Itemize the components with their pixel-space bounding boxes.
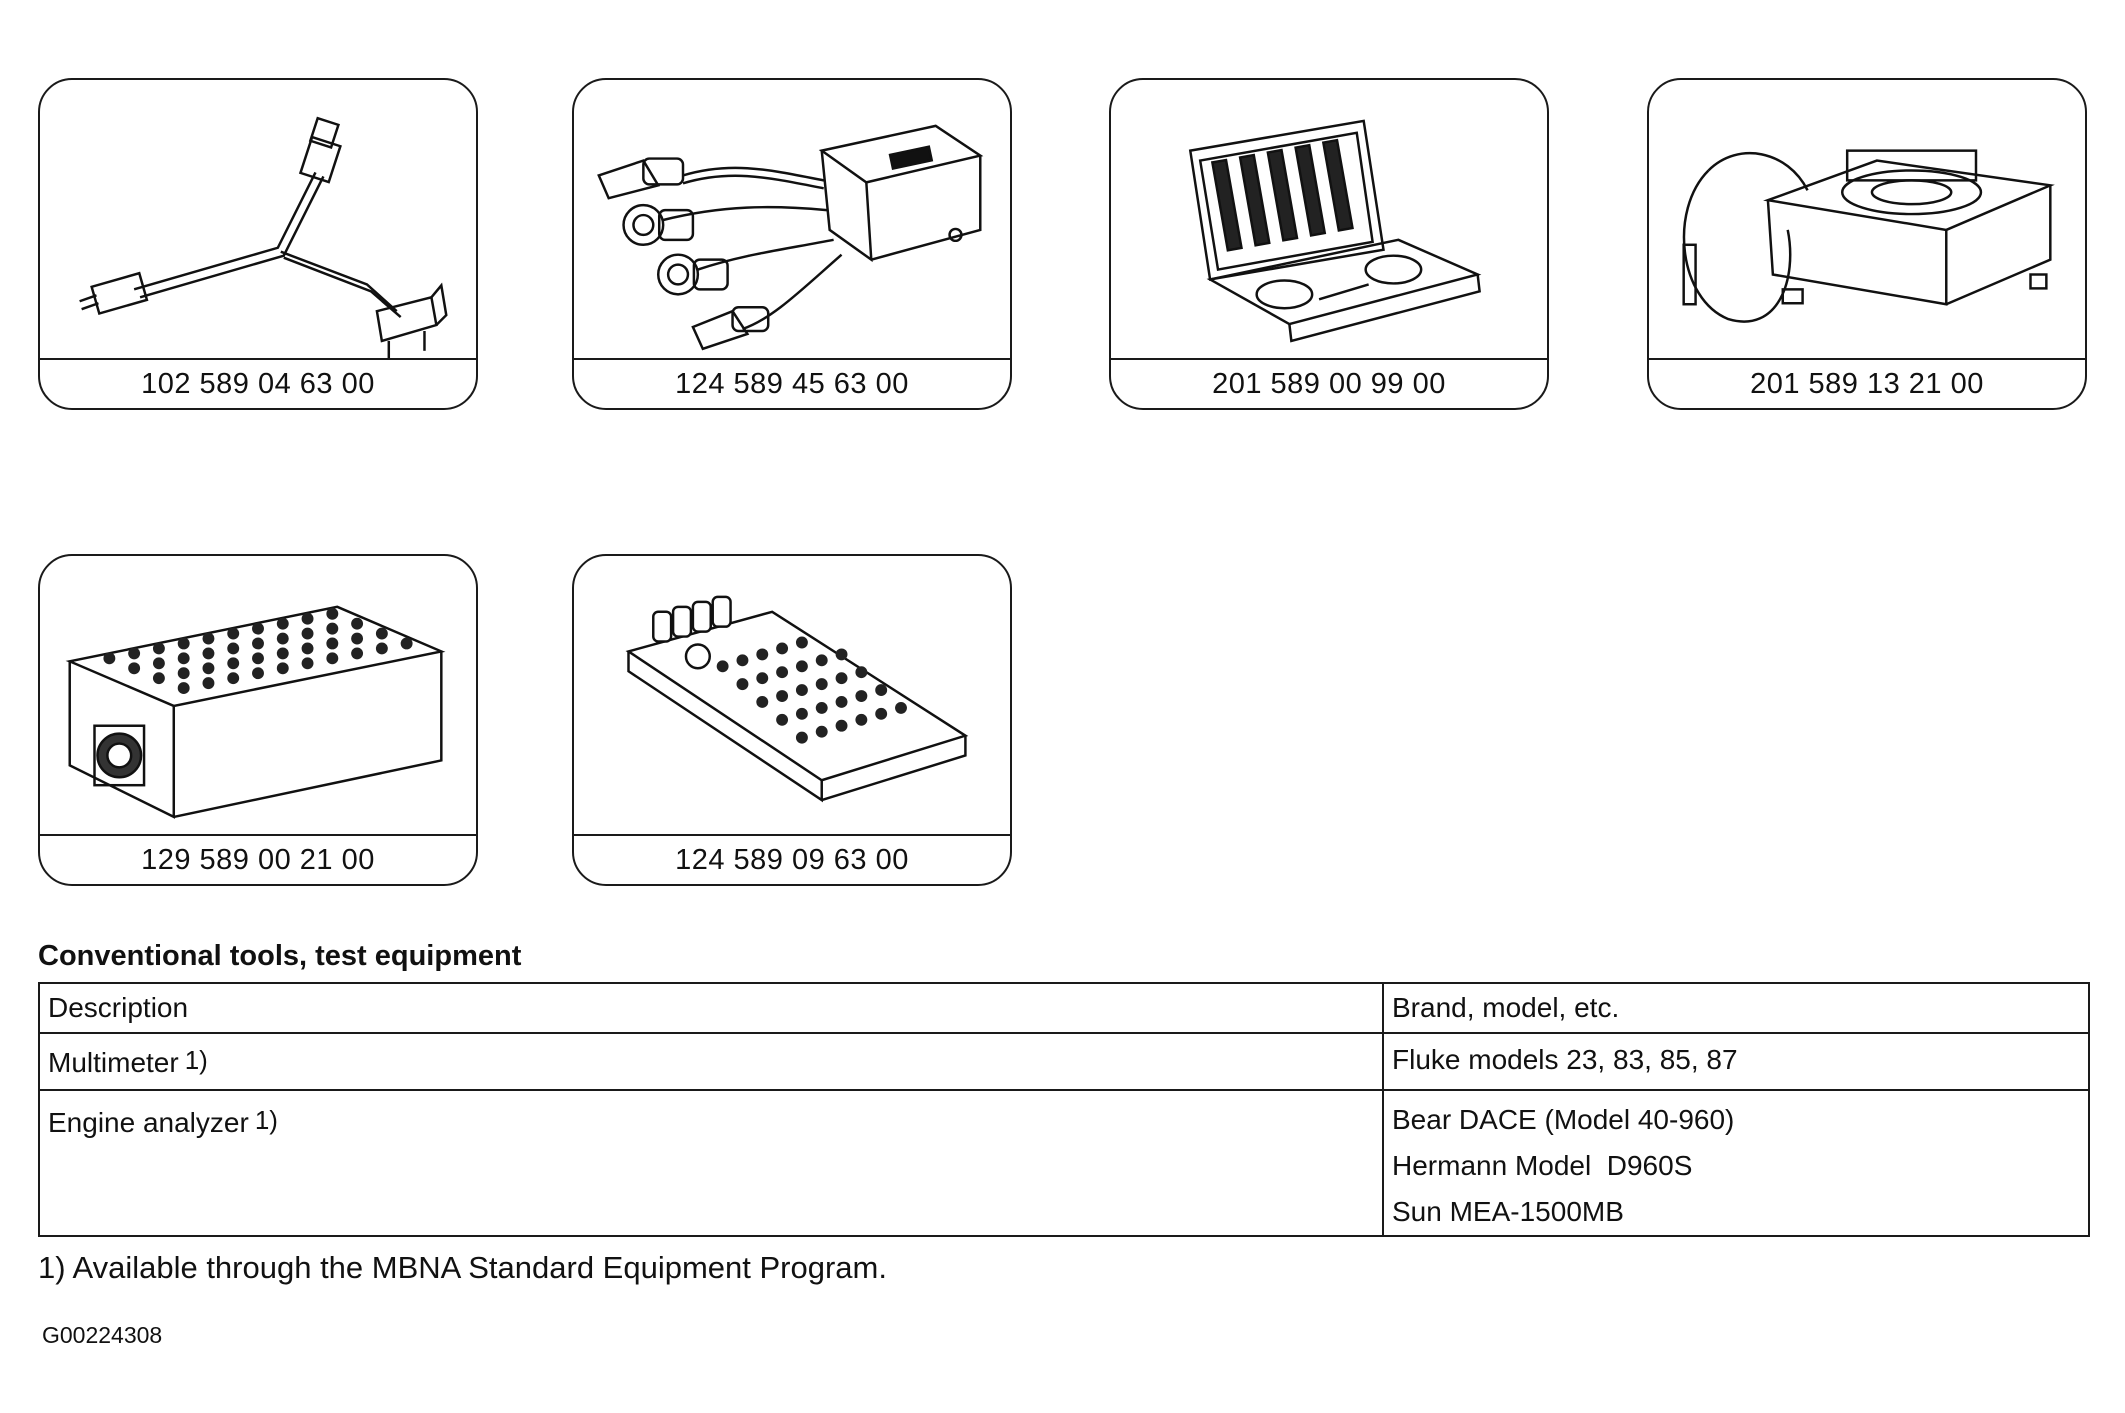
breakout-box-icon xyxy=(574,556,1010,838)
row-description: Multimeter xyxy=(48,1047,179,1078)
sensor-unit-icon xyxy=(1649,80,2085,362)
part-number-label: 124 589 45 63 00 xyxy=(574,358,1010,408)
tool-case-icon xyxy=(1111,80,1547,362)
part-number-label: 124 589 09 63 00 xyxy=(574,834,1010,884)
row-description: Engine analyzer xyxy=(48,1107,249,1138)
header-description: Description xyxy=(38,982,1384,1034)
tool-card-6: 124 589 09 63 00 xyxy=(572,554,1012,886)
part-number-label: 102 589 04 63 00 xyxy=(40,358,476,408)
tool-card-5: 129 589 00 21 00 xyxy=(38,554,478,886)
tool-card-4: 201 589 13 21 00 xyxy=(1647,78,2087,410)
section-title: Conventional tools, test equipment xyxy=(38,940,522,972)
row-brand: Fluke models 23, 83, 85, 87 xyxy=(1382,1032,2090,1091)
row-brand: Sun MEA-1500MB xyxy=(1392,1196,1624,1227)
table-header-row: Description Brand, model, etc. xyxy=(38,982,2090,1034)
row-brand: Hermann Model D960S xyxy=(1392,1150,1693,1181)
tool-card-1: 102 589 04 63 00 xyxy=(38,78,478,410)
tool-card-2: 124 589 45 63 00 xyxy=(572,78,1012,410)
equipment-table: Description Brand, model, etc. Multimete… xyxy=(38,982,2090,1237)
footnote-marker: 1) xyxy=(254,1105,278,1135)
header-brand: Brand, model, etc. xyxy=(1382,982,2090,1034)
y-adapter-cable-icon xyxy=(40,80,476,362)
tool-card-3: 201 589 00 99 00 xyxy=(1109,78,1549,410)
part-number-label: 201 589 00 99 00 xyxy=(1111,358,1547,408)
test-cable-box-icon xyxy=(574,80,1010,362)
figure-id: G00224308 xyxy=(42,1322,163,1348)
row-brand-list: Bear DACE (Model 40-960) Hermann Model D… xyxy=(1382,1089,2090,1237)
socket-box-icon xyxy=(40,556,476,838)
footnote-text: 1) Available through the MBNA Standard E… xyxy=(38,1250,887,1285)
footnote-marker: 1) xyxy=(184,1045,208,1075)
part-number-label: 129 589 00 21 00 xyxy=(40,834,476,884)
row-brand: Bear DACE (Model 40-960) xyxy=(1392,1104,1735,1135)
part-number-label: 201 589 13 21 00 xyxy=(1649,358,2085,408)
